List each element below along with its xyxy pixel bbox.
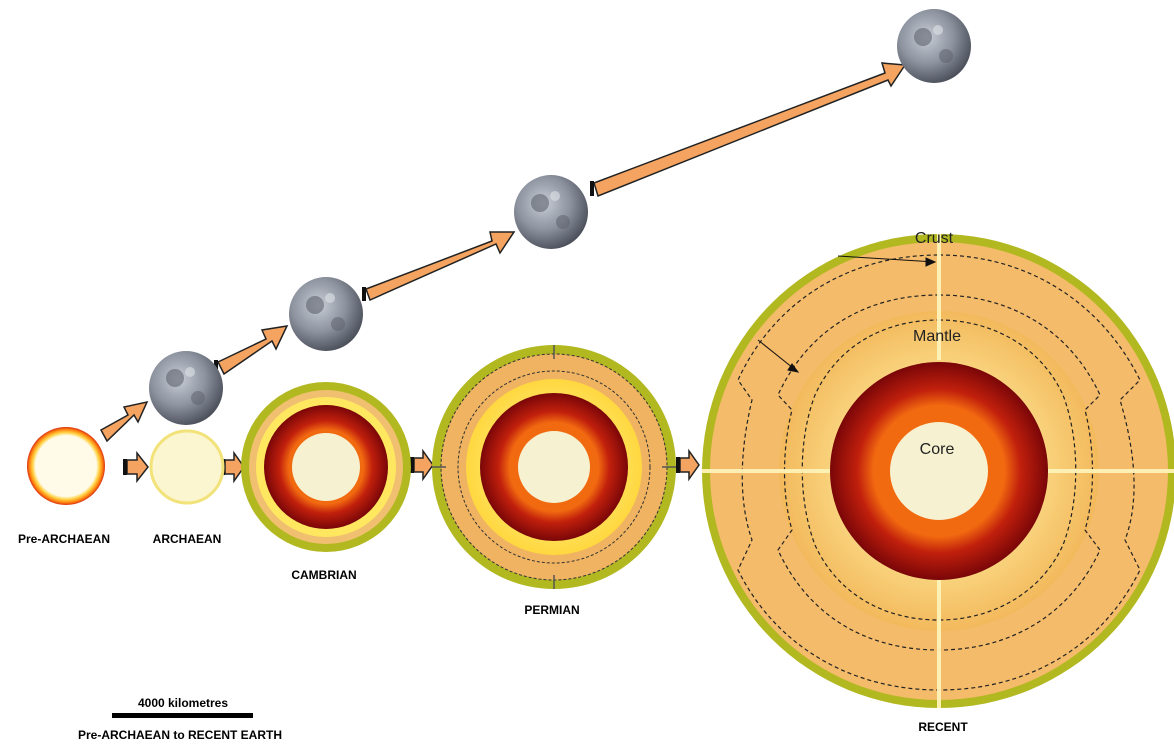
caption: Pre-ARCHAEAN to RECENT EARTH (78, 728, 282, 742)
arrow-moon3-to-moon4 (594, 63, 905, 196)
moon-2 (289, 277, 363, 351)
label-pre-archaean: Pre-ARCHAEAN (18, 532, 110, 546)
moon-4 (897, 9, 971, 83)
moon-1 (149, 351, 223, 425)
label-archaean: ARCHAEAN (153, 532, 222, 546)
label-recent: RECENT (918, 720, 967, 734)
arrow-permian-to-recent (680, 451, 699, 479)
earth-pre-archaean (27, 427, 105, 505)
label-core: Core (920, 441, 955, 459)
earth-recent (702, 234, 1174, 708)
arrow-pre-to-archaean (127, 453, 148, 481)
label-permian: PERMIAN (524, 603, 579, 617)
arrow-pre-to-moon1 (101, 402, 147, 441)
earth-cambrian (241, 382, 411, 552)
arrow-moon1-to-moon2 (218, 326, 287, 374)
earth-permian (432, 345, 676, 589)
moon-3 (514, 175, 588, 249)
scale-label: 4000 kilometres (138, 696, 228, 710)
scale-bar (112, 713, 253, 718)
label-cambrian: CAMBRIAN (291, 568, 356, 582)
arrow-moon2-to-moon3 (366, 232, 514, 300)
label-mantle: Mantle (913, 328, 961, 346)
earth-archaean (151, 431, 223, 503)
label-crust: Crust (915, 230, 953, 248)
arrow-cambrian-to-permian (414, 451, 433, 479)
